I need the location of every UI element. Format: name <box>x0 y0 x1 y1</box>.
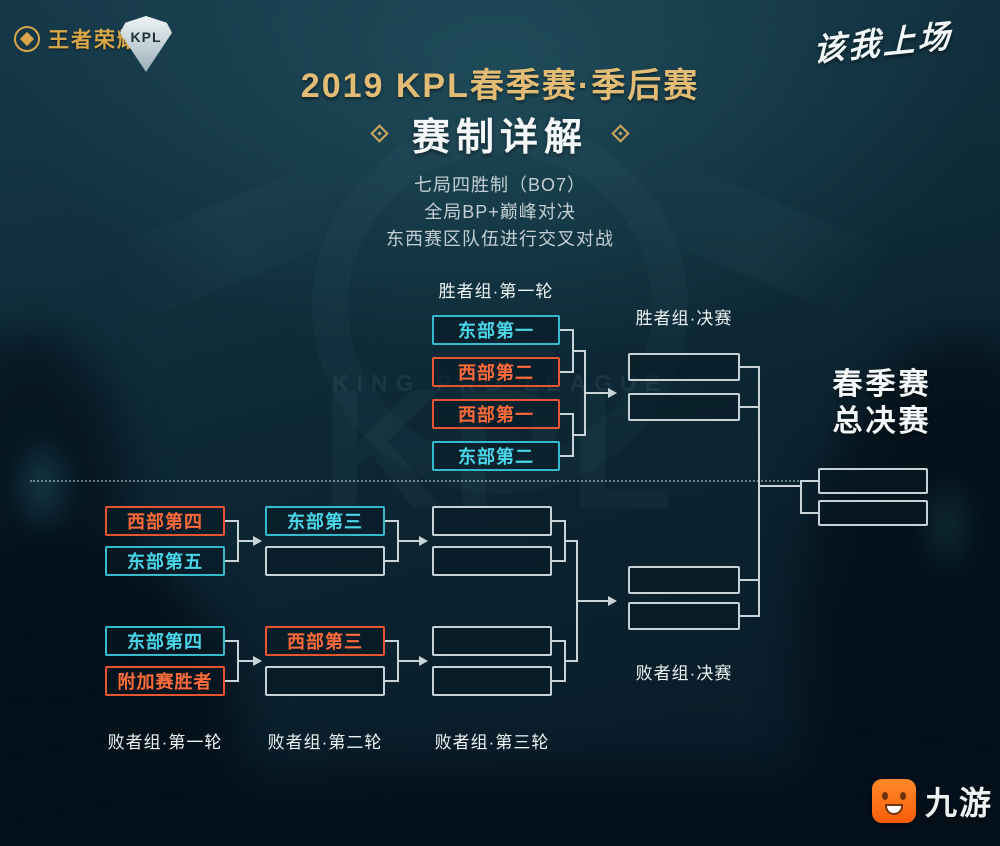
winners-round1-label: 胜者组·第一轮 <box>438 282 554 301</box>
grand-final-slot-2 <box>818 500 928 526</box>
connector-line <box>552 680 564 682</box>
team-box-east-5: 东部第五 <box>105 546 225 576</box>
team-box-east-3: 东部第三 <box>265 506 385 536</box>
connector-line <box>237 540 253 542</box>
mascot-eye-right <box>900 792 906 800</box>
connector-line <box>740 615 758 617</box>
losers-round1-label: 败者组·第一轮 <box>107 733 223 752</box>
connector-line <box>552 520 564 522</box>
connector-line <box>560 413 572 415</box>
connector-arrow-icon <box>608 388 617 398</box>
jiuyou-mascot-icon <box>872 779 916 823</box>
grand-final-title: 春季赛 总决赛 <box>812 366 952 440</box>
diamond-ornament-left-icon <box>370 124 389 143</box>
rule-line-3: 东西赛区队伍进行交叉对战 <box>386 229 614 249</box>
losers-round2-label: 败者组·第二轮 <box>267 733 383 752</box>
rules-block: 七局四胜制（BO7） 全局BP+巅峰对决 东西赛区队伍进行交叉对战 <box>0 172 1000 253</box>
losers-final-label: 败者组·决赛 <box>635 664 733 683</box>
connector-arrow-icon <box>253 656 262 666</box>
connector-line <box>385 520 397 522</box>
connector-line <box>225 560 237 562</box>
kpl-shield-logo-text: KPL <box>130 29 162 45</box>
team-box-west-2: 西部第二 <box>432 357 560 387</box>
team-box-east-1: 东部第一 <box>432 315 560 345</box>
connector-line <box>237 660 253 662</box>
connector-arrow-icon <box>419 536 428 546</box>
connector-line <box>740 406 758 408</box>
losers-round3-slot-1 <box>432 506 552 536</box>
connector-line <box>564 660 576 662</box>
connector-line <box>758 366 760 617</box>
grand-final-title-line2: 总决赛 <box>832 405 932 438</box>
connector-line <box>560 329 572 331</box>
losers-round3-slot-4 <box>432 666 552 696</box>
team-box-west-3: 西部第三 <box>265 626 385 656</box>
team-box-west-4: 西部第四 <box>105 506 225 536</box>
connector-line <box>397 660 419 662</box>
connector-line <box>552 560 564 562</box>
connector-line <box>800 512 818 514</box>
connector-line <box>225 640 237 642</box>
connector-line <box>552 640 564 642</box>
team-box-playin-winner: 附加赛胜者 <box>105 666 225 696</box>
king-of-glory-logo-text: 王者荣耀 <box>48 29 140 52</box>
connector-line <box>385 640 397 642</box>
connector-line <box>397 540 419 542</box>
losers-round2-slot-2 <box>265 666 385 696</box>
connector-arrow-icon <box>419 656 428 666</box>
team-box-west-1: 西部第一 <box>432 399 560 429</box>
connector-line <box>564 540 576 542</box>
losers-final-slot-1 <box>628 566 740 594</box>
connector-line <box>385 680 397 682</box>
connector-line <box>740 366 758 368</box>
losers-round3-slot-3 <box>432 626 552 656</box>
winners-final-slot-1 <box>628 353 740 381</box>
mascot-eye-left <box>882 792 888 800</box>
connector-line <box>225 520 237 522</box>
winners-final-label: 胜者组·决赛 <box>635 309 733 328</box>
connector-line <box>740 579 758 581</box>
connector-line <box>800 480 818 482</box>
jiuyou-site-name: 九游 <box>925 785 994 821</box>
connector-line <box>560 455 572 457</box>
king-of-glory-logo: 王者荣耀 <box>14 24 140 54</box>
losers-round2-slot-1 <box>265 546 385 576</box>
connector-line <box>758 485 802 487</box>
rule-line-1: 七局四胜制（BO7） <box>413 175 587 195</box>
losers-round3-label: 败者组·第三轮 <box>434 733 550 752</box>
mascot-mouth <box>885 804 903 815</box>
connector-line <box>576 600 608 602</box>
losers-final-slot-2 <box>628 602 740 630</box>
jiuyou-site-logo[interactable]: 九游 <box>872 778 993 824</box>
winners-final-slot-2 <box>628 393 740 421</box>
grand-final-title-line1: 春季赛 <box>832 368 932 401</box>
connector-line <box>572 434 584 436</box>
upper-lower-bracket-divider <box>30 480 814 482</box>
diamond-ornament-right-icon <box>611 124 630 143</box>
connector-line <box>385 560 397 562</box>
king-of-glory-logo-icon <box>14 26 40 52</box>
losers-round3-slot-2 <box>432 546 552 576</box>
grand-final-slot-1 <box>818 468 928 494</box>
torch-glow-left <box>8 430 78 540</box>
connector-line <box>584 392 608 394</box>
team-box-east-2: 东部第二 <box>432 441 560 471</box>
subtitle-row: 赛制详解 <box>0 106 1000 161</box>
team-box-east-4: 东部第四 <box>105 626 225 656</box>
connector-arrow-icon <box>608 596 617 606</box>
page-title: 2019 KPL春季赛·季后赛 <box>300 67 700 105</box>
rule-line-2: 全局BP+巅峰对决 <box>424 202 576 222</box>
connector-line <box>225 680 237 682</box>
connector-line <box>572 350 584 352</box>
rock-silhouette-bottom <box>0 766 1000 846</box>
page-subtitle: 赛制详解 <box>411 117 588 159</box>
connector-arrow-icon <box>253 536 262 546</box>
connector-line <box>800 480 802 514</box>
connector-line <box>560 371 572 373</box>
